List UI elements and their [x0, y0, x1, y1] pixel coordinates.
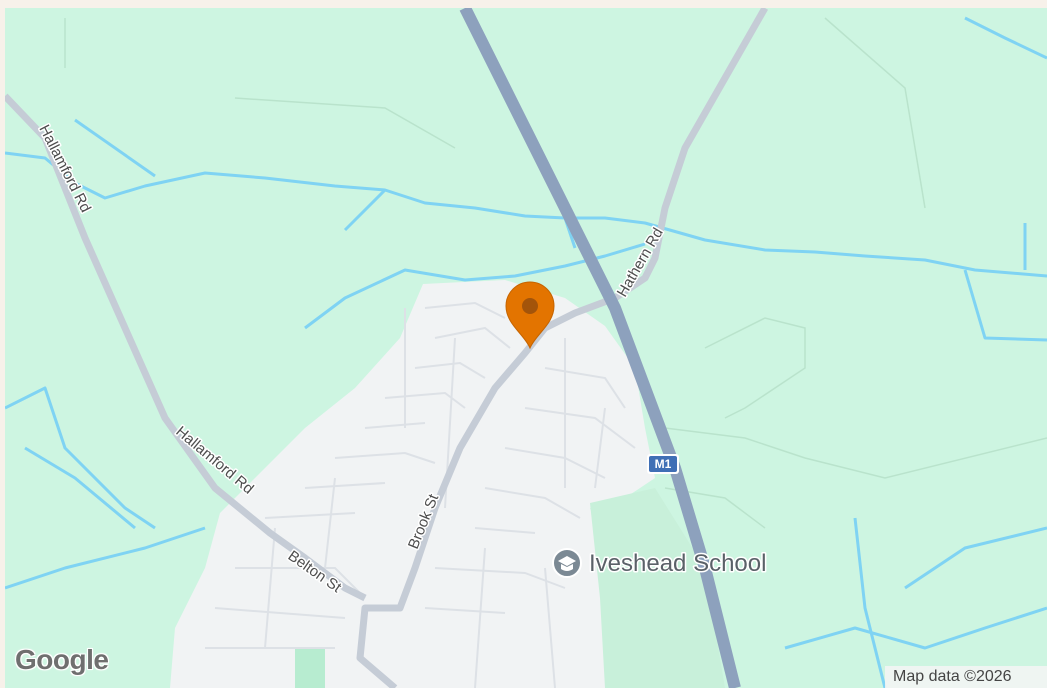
graduation-cap-shape — [558, 556, 576, 571]
m1-shield-label: M1 — [655, 457, 672, 471]
urban-area — [170, 280, 655, 688]
map-attribution[interactable]: Map data ©2026 — [885, 666, 1047, 688]
poi-iveshead-school[interactable]: Iveshead School — [552, 548, 768, 579]
map-view[interactable]: Hallamford Rd Hallamford Rd Hathern Rd B… — [5, 8, 1047, 688]
field-tracks — [64, 17, 1047, 529]
m1-shield: M1 — [647, 454, 679, 474]
google-logo: Google — [15, 644, 109, 675]
road-hallamford — [5, 93, 367, 602]
map-pin-icon[interactable] — [505, 281, 555, 350]
map-canvas[interactable]: Hallamford Rd Hallamford Rd Hathern Rd B… — [5, 8, 1047, 688]
poi-school-label: Iveshead School — [589, 550, 766, 577]
school-grounds — [590, 488, 725, 688]
motorway-m1 — [459, 8, 741, 688]
minor-streets — [205, 301, 636, 688]
small-park — [295, 648, 325, 688]
